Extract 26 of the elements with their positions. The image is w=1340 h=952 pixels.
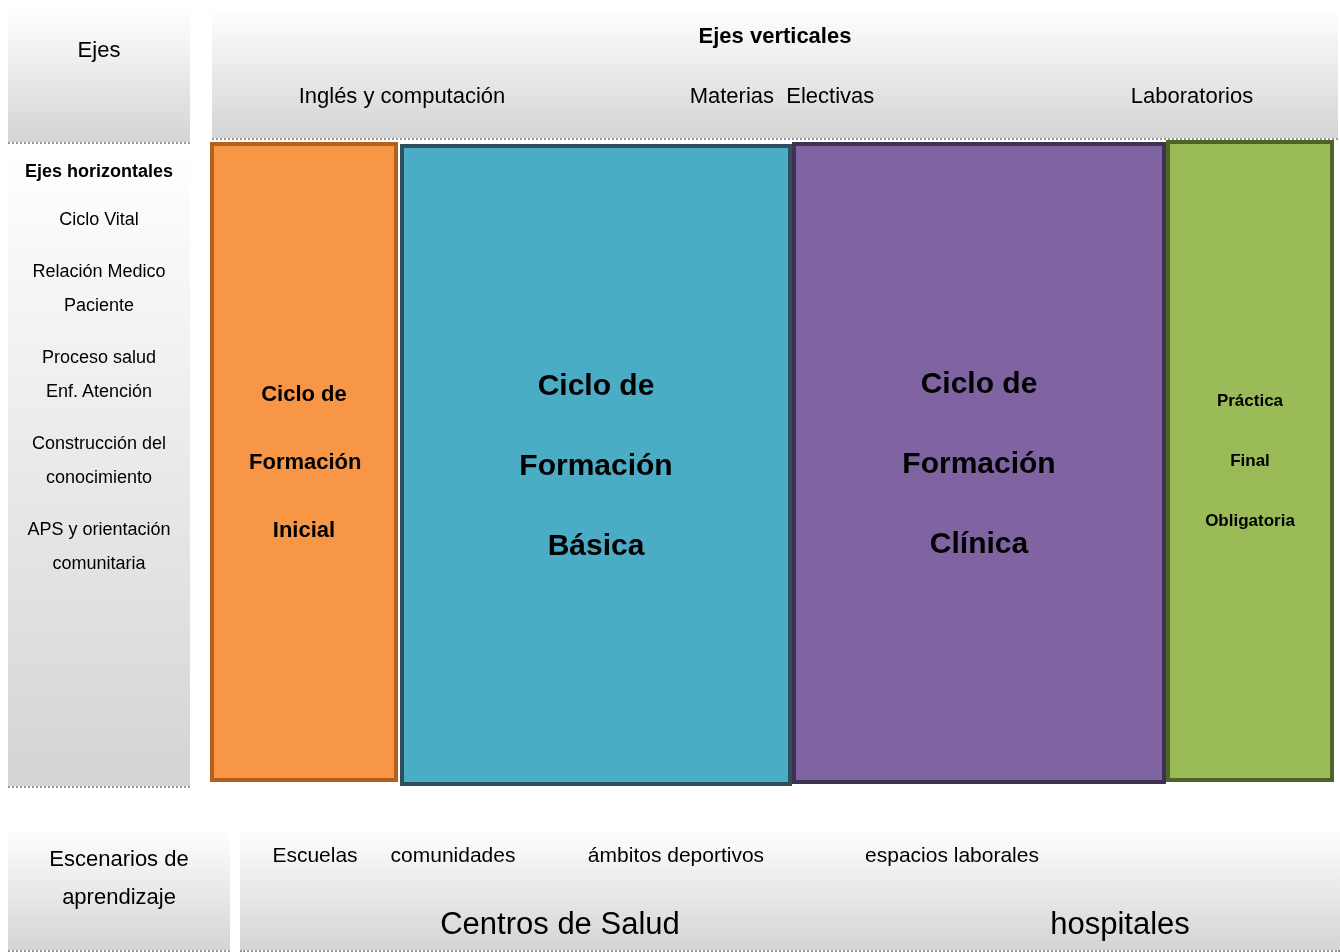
stage-column	[210, 142, 398, 782]
panel-text: Proceso salud Enf. Atención	[40, 346, 158, 403]
stage-title: Práctica Final Obligatoria	[1204, 390, 1296, 532]
panel-heading: Ejes horizontales	[24, 160, 174, 183]
panel-text: espacios laborales	[864, 842, 1040, 868]
stage-title: Ciclo de Formación Inicial	[249, 380, 359, 544]
stage-column	[1166, 140, 1334, 782]
stage-title: Ciclo de Formación Clínica	[901, 365, 1057, 561]
panel-text: Escuelas	[271, 842, 359, 868]
panel-text: Escenarios de aprendizaje	[48, 845, 190, 911]
panel-text: Laboratorios	[1129, 82, 1255, 110]
panel-text: hospitales	[1049, 905, 1191, 943]
panel-text: APS y orientación comunitaria	[26, 518, 172, 575]
stage-column	[400, 144, 792, 786]
panel-text: comunidades	[389, 842, 517, 868]
panel-text: Centros de Salud	[439, 905, 681, 943]
panel-text: Ejes	[76, 36, 122, 64]
panel-text: Construcción del conocimiento	[30, 432, 168, 489]
stage-column	[792, 142, 1166, 784]
panel-text: Ciclo Vital	[58, 208, 140, 231]
panel-text: ámbitos deportivos	[586, 842, 766, 868]
panel-text: Materias Electivas	[688, 82, 876, 110]
panel-text: Relación Medico Paciente	[31, 260, 167, 317]
panel-text: Inglés y computación	[297, 82, 507, 110]
panel-heading: Ejes verticales	[697, 22, 853, 50]
stage-title: Ciclo de Formación Básica	[518, 367, 674, 563]
